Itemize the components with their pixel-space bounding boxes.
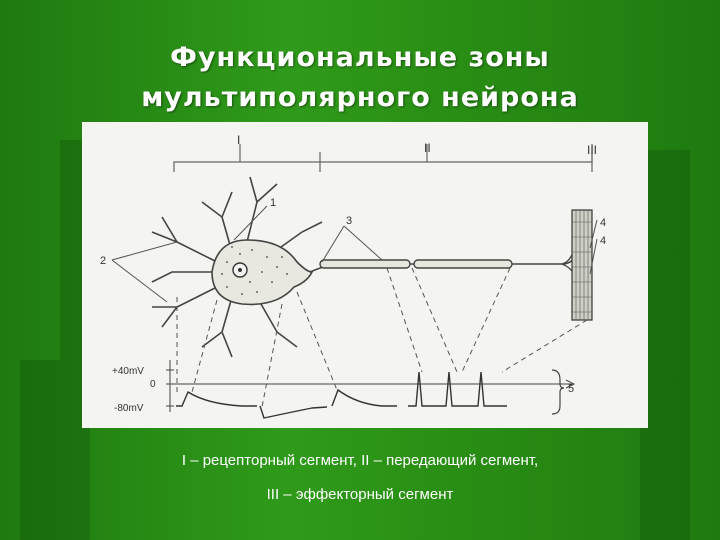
- label-2: 2: [100, 255, 106, 267]
- voltage-label-minus80: -80mV: [114, 403, 144, 414]
- nucleolus: [238, 268, 242, 272]
- effector-muscle: [571, 209, 593, 321]
- effector-striation: [572, 210, 592, 320]
- label-3: 3: [346, 215, 352, 227]
- brace-5: [551, 369, 565, 415]
- projection-lines: [176, 267, 588, 408]
- myelin-sheath: [319, 259, 513, 269]
- potential-traces: [176, 371, 507, 419]
- neuron-diagram: I II III: [100, 133, 606, 419]
- voltage-axis: [166, 360, 572, 412]
- slide-title: Функциональные зоны мультиполярного нейр…: [0, 38, 720, 118]
- axis-arrow: [565, 379, 576, 389]
- label-leaders: [111, 205, 598, 303]
- title-line-1: Функциональные зоны: [170, 42, 550, 73]
- voltage-label-plus40: +40mV: [112, 366, 144, 377]
- caption-line-2: III – эффекторный сегмент: [266, 486, 454, 503]
- label-1: 1: [270, 197, 276, 209]
- cytoplasm-dots: [221, 246, 288, 295]
- label-4b: 4: [600, 235, 606, 247]
- label-4a: 4: [600, 217, 606, 229]
- caption-line-1: I – рецепторный сегмент, II – передающий…: [181, 452, 539, 469]
- segment-brackets: [173, 144, 593, 172]
- voltage-label-zero: 0: [150, 379, 156, 390]
- segment-label-i: I: [237, 133, 240, 147]
- title-line-2: мультиполярного нейрона: [141, 82, 579, 113]
- background-stripe: [20, 360, 60, 540]
- segment-label-ii: II: [424, 141, 431, 155]
- label-5: 5: [568, 383, 574, 395]
- segment-label-iii: III: [587, 143, 597, 157]
- neuron-figure: I II III: [82, 122, 648, 428]
- background-stripe: [640, 150, 690, 540]
